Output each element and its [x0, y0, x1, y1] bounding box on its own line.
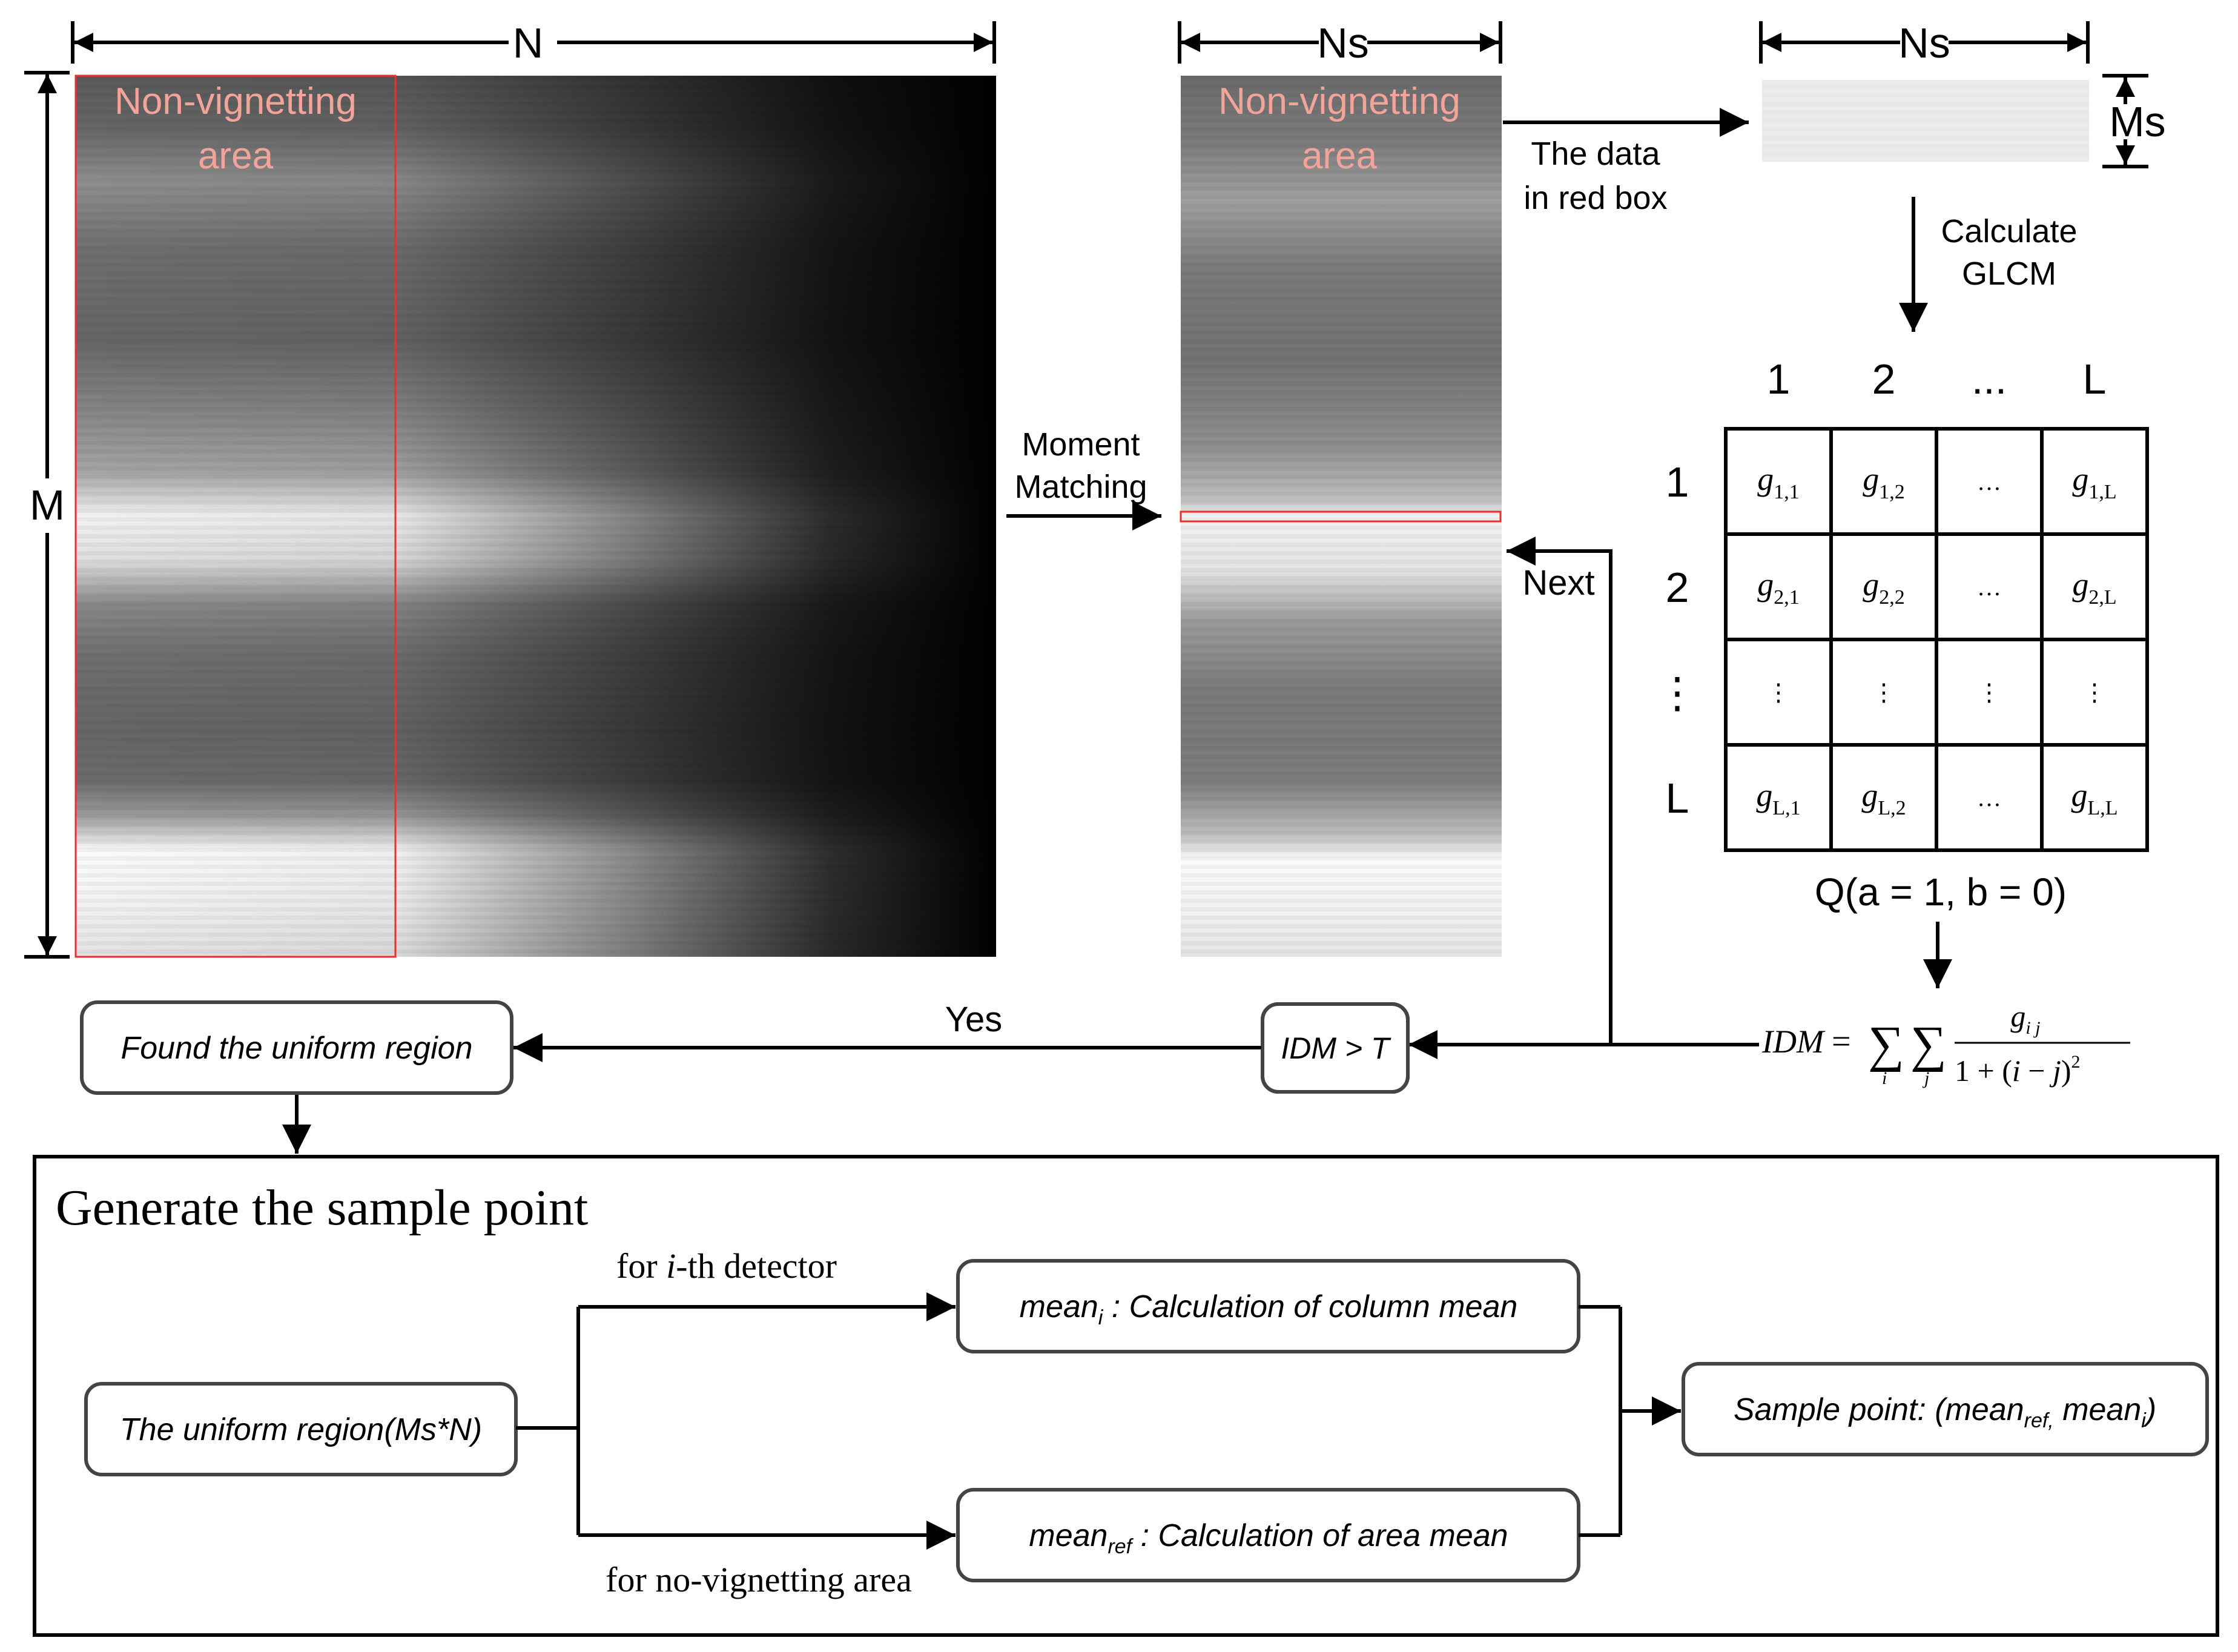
dimension-n-label: N [513, 19, 544, 67]
glcm-cell [2040, 743, 2149, 852]
glcm-cell-value: g2,L [2072, 566, 2116, 609]
data-arrow: The data in red box [1503, 108, 1749, 216]
glcm-cell [1935, 743, 2044, 852]
formula-numerator: gi j [2010, 999, 2040, 1038]
glcm-label-line1: Calculate [1941, 213, 2077, 249]
dimension-ms-label: Ms [2109, 98, 2165, 145]
yes-label: Yes [945, 1000, 1003, 1039]
next-loop-arrow [1507, 537, 1612, 1045]
sample-point-box: Sample point: (meanref, meani) [1734, 1392, 2156, 1432]
found-box-label: Found the uniform region [120, 1031, 472, 1066]
glcm-cell-value: g1,L [2072, 461, 2116, 503]
idm-box: IDM > T [1261, 1002, 1410, 1094]
glcm-row-header: ⋮ [1656, 669, 1698, 716]
left-region-label-line2: area [198, 135, 274, 177]
non-vignetting-red-box [74, 74, 397, 958]
dimension-m-label: M [30, 481, 65, 529]
dimension-ns-strip: Ns [1759, 19, 2090, 67]
sample-section: Generate the sample point The uniform re… [33, 1155, 2219, 1637]
branch-top-label: for i-th detector [616, 1246, 837, 1286]
formula-lhs: IDM [1761, 1023, 1826, 1060]
glcm-cell-value: … [1977, 573, 2001, 601]
next-label: Next [1522, 563, 1594, 603]
formula-equals: = [1832, 1023, 1851, 1060]
found-box: Found the uniform region [80, 1000, 513, 1095]
sample-section-title: Generate the sample point [56, 1180, 588, 1236]
glcm-row-header: 1 [1666, 458, 1689, 506]
glcm-cell-value: … [1977, 468, 2001, 495]
mean-ref-box: meanref : Calculation of area mean [1029, 1518, 1508, 1558]
formula-sum-i: ∑ [1868, 1016, 1904, 1072]
glcm-cell [1829, 743, 1938, 852]
glcm-cell-value: ⋮ [2082, 679, 2107, 706]
branch-bottom-label: for no-vignetting area [606, 1560, 912, 1599]
sample-strip [1762, 80, 2089, 162]
middle-red-box [1180, 510, 1502, 523]
data-label-line2: in red box [1523, 180, 1667, 216]
idm-box-label: IDM > T [1281, 1031, 1391, 1065]
idm-formula: IDM = ∑ i ∑ j gi j 1 + (i − j)2 [1761, 999, 2130, 1088]
glcm-matrix: 1 2... L 1 2 ⋮ L g1,1 g1,2 … g1,L g2,1 g2,2 … g2,L ⋮ ⋮… [1656, 355, 2149, 914]
glcm-cell-value: ⋮ [1872, 679, 1896, 706]
glcm-cell-value: gL,2 [1861, 777, 1906, 819]
glcm-cell [1935, 427, 2044, 536]
moment-matching-arrow: Moment Matching [1006, 426, 1161, 530]
glcm-arrow: Calculate GLCM [1899, 197, 2078, 332]
middle-region-label-line1: Non-vignetting [1218, 81, 1461, 122]
left-region-label-line1: Non-vignetting [114, 81, 357, 122]
uniform-region-box: The uniform region(Ms*N) [120, 1412, 482, 1447]
glcm-row-header: 2 [1666, 564, 1689, 611]
glcm-col-header: 1 [1767, 355, 1791, 403]
glcm-label-line2: GLCM [1962, 256, 2056, 292]
dimension-ns: Ns [1178, 19, 1502, 67]
glcm-col-header: L [2083, 355, 2107, 403]
glcm-cell-value: g1,2 [1863, 461, 1905, 503]
formula-sum-j-index: j [1922, 1068, 1929, 1088]
glcm-cell-value: g2,1 [1757, 566, 1800, 609]
glcm-cell [2040, 427, 2149, 536]
glcm-cell-value: gL,1 [1756, 777, 1800, 819]
middle-image: Non-vignetting area [1180, 76, 1502, 957]
glcm-cell-value: g1,1 [1757, 461, 1800, 503]
formula-sum-i-index: i [1882, 1068, 1887, 1088]
dimension-ns-label: Ns [1317, 19, 1369, 67]
glcm-row-header: L [1666, 775, 1689, 822]
dimension-n: N [71, 19, 996, 67]
mean-i-box: meani : Calculation of column mean [1020, 1289, 1518, 1329]
glcm-caption: Q(a = 1, b = 0) [1815, 870, 2067, 914]
glcm-col-header: 2 [1872, 355, 1896, 403]
formula-denominator: 1 + (i − j)2 [1955, 1052, 2081, 1088]
dimension-ms: Ms [2102, 74, 2166, 168]
glcm-cell [2040, 638, 2149, 747]
dimension-ns-strip-label: Ns [1898, 19, 1950, 67]
data-label-line1: The data [1531, 136, 1660, 172]
glcm-cell-value: ⋮ [1766, 679, 1791, 706]
formula-sum-j: ∑ [1910, 1016, 1947, 1072]
moment-label-line1: Moment [1022, 426, 1140, 463]
moment-label-line2: Matching [1014, 469, 1147, 505]
left-image: Non-vignetting area [74, 74, 996, 958]
glcm-cell-value: gL,L [2071, 777, 2118, 819]
glcm-cell-value: g2,2 [1863, 566, 1905, 609]
dimension-m: M [24, 71, 70, 959]
glcm-col-header: ... [1972, 355, 2007, 403]
glcm-cell-value: ⋮ [1977, 679, 2001, 706]
glcm-cell-value: … [1977, 784, 2001, 811]
middle-region-label-line2: area [1302, 135, 1378, 177]
glcm-cell [1829, 638, 1938, 747]
